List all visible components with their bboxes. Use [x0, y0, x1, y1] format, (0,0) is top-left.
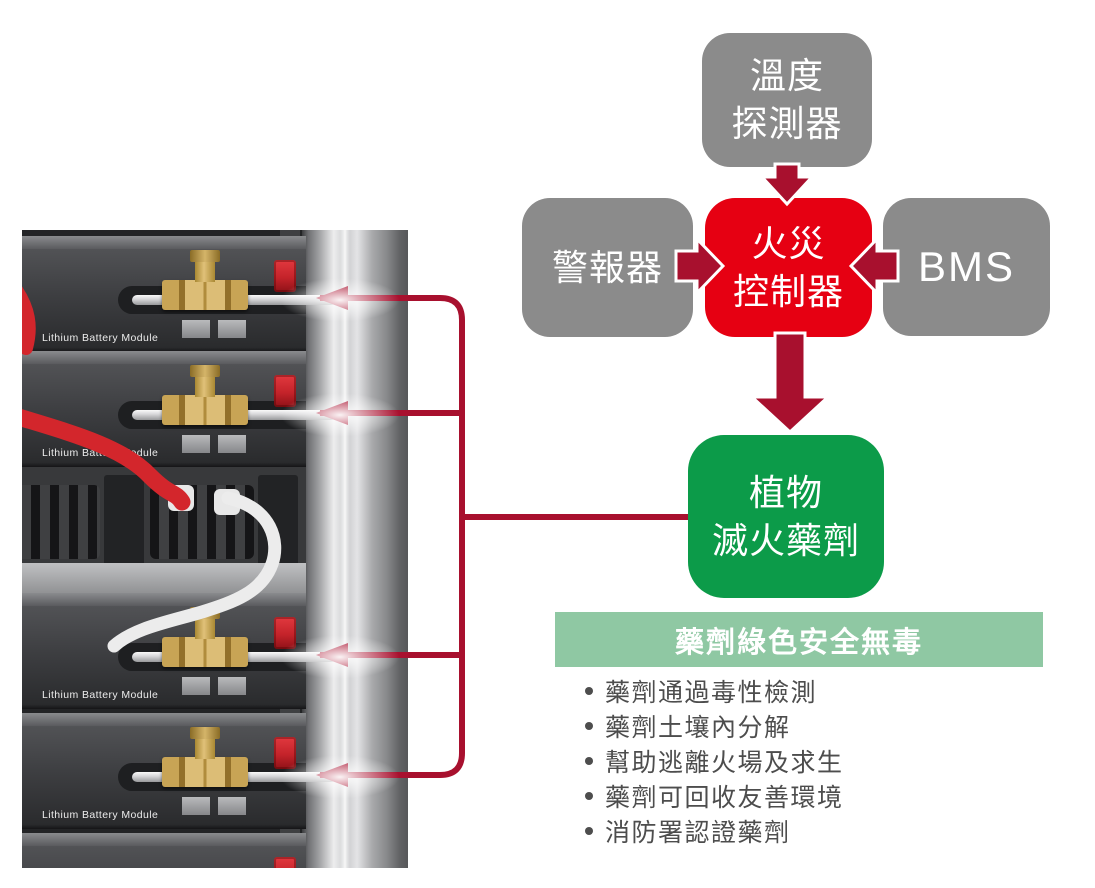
bullet-dot: [585, 756, 593, 765]
node-label: 探測器: [731, 103, 843, 144]
vent-section: [22, 467, 306, 595]
module-label: Lithium Battery Module: [42, 689, 159, 701]
red-power-switch: [274, 857, 296, 868]
indicator-light: [218, 797, 246, 815]
node-bms: BMS: [883, 198, 1050, 336]
node-label: 控制器: [732, 270, 844, 312]
node-label: 溫度: [749, 55, 824, 97]
node-alarm: 警報器: [522, 198, 693, 337]
mounting-bracket: [258, 475, 298, 567]
indicator-light: [182, 435, 210, 453]
mounting-bracket: [104, 475, 144, 567]
battery-module-row: Lithium Battery Module: [22, 713, 336, 829]
benefit-item: 藥劑土壤內分解: [585, 708, 844, 743]
metal-sill: [22, 563, 306, 595]
banner-agent-safety: 藥劑綠色安全無毒: [555, 612, 1043, 667]
battery-module-row: Lithium Battery Module: [22, 236, 336, 352]
brass-valve-fitting: [162, 365, 248, 425]
benefit-list: 藥劑通過毒性檢測 藥劑土壤內分解 幫助逃離火場及求生 藥劑可回收友善環境 消防署…: [585, 673, 844, 848]
bullet-dot: [585, 791, 593, 800]
indicator-light: [218, 320, 246, 338]
benefit-item: 消防署認證藥劑: [585, 813, 844, 848]
node-extinguishing-agent: 植物 滅火藥劑: [688, 435, 884, 598]
metal-glare: [280, 635, 400, 679]
benefit-item: 幫助逃離火場及求生: [585, 743, 844, 778]
indicator-light: [218, 677, 246, 695]
battery-rack-photo: Lithium Battery Module Lithium Battery M…: [22, 230, 408, 868]
brass-valve-fitting: [162, 727, 248, 787]
bullet-dot: [585, 686, 593, 695]
benefit-text: 消防署認證藥劑: [605, 818, 791, 847]
benefit-text: 幫助逃離火場及求生: [605, 748, 844, 777]
cable-grommet: [168, 485, 194, 511]
benefit-text: 藥劑土壤內分解: [605, 713, 791, 742]
benefit-item: 藥劑通過毒性檢測: [585, 673, 844, 708]
bullet-dot: [585, 826, 593, 835]
node-fire-controller: 火災 控制器: [705, 198, 872, 337]
indicator-light: [182, 677, 210, 695]
battery-module-row-partial: [22, 833, 306, 868]
node-label: 警報器: [551, 246, 663, 288]
battery-module-row: Lithium Battery Module: [22, 593, 336, 709]
benefit-text: 藥劑可回收友善環境: [605, 783, 844, 812]
brass-valve-fitting: [162, 250, 248, 310]
arrow-fire-to-agent: [748, 331, 832, 435]
indicator-light: [182, 797, 210, 815]
node-temperature-detector: 溫度 探測器: [702, 33, 872, 167]
vent-grille: [22, 485, 100, 559]
benefit-text: 藥劑通過毒性檢測: [605, 678, 818, 707]
indicator-light: [218, 435, 246, 453]
node-label: BMS: [917, 243, 1015, 291]
benefit-item: 藥劑可回收友善環境: [585, 778, 844, 813]
indicator-light: [182, 320, 210, 338]
module-label: Lithium Battery Module: [42, 447, 159, 459]
node-label: 滅火藥劑: [711, 519, 860, 561]
module-label: Lithium Battery Module: [42, 809, 159, 821]
module-label: Lithium Battery Module: [42, 332, 159, 344]
metal-glare: [280, 755, 400, 799]
banner-title: 藥劑綠色安全無毒: [674, 626, 923, 659]
cable-grommet: [214, 489, 240, 515]
node-label: 火災: [751, 222, 826, 264]
brass-valve-fitting: [162, 607, 248, 667]
metal-glare: [280, 393, 400, 437]
battery-module-row: Lithium Battery Module: [22, 351, 336, 467]
node-label: 植物: [748, 471, 823, 513]
metal-glare: [280, 278, 400, 322]
bullet-dot: [585, 721, 593, 730]
